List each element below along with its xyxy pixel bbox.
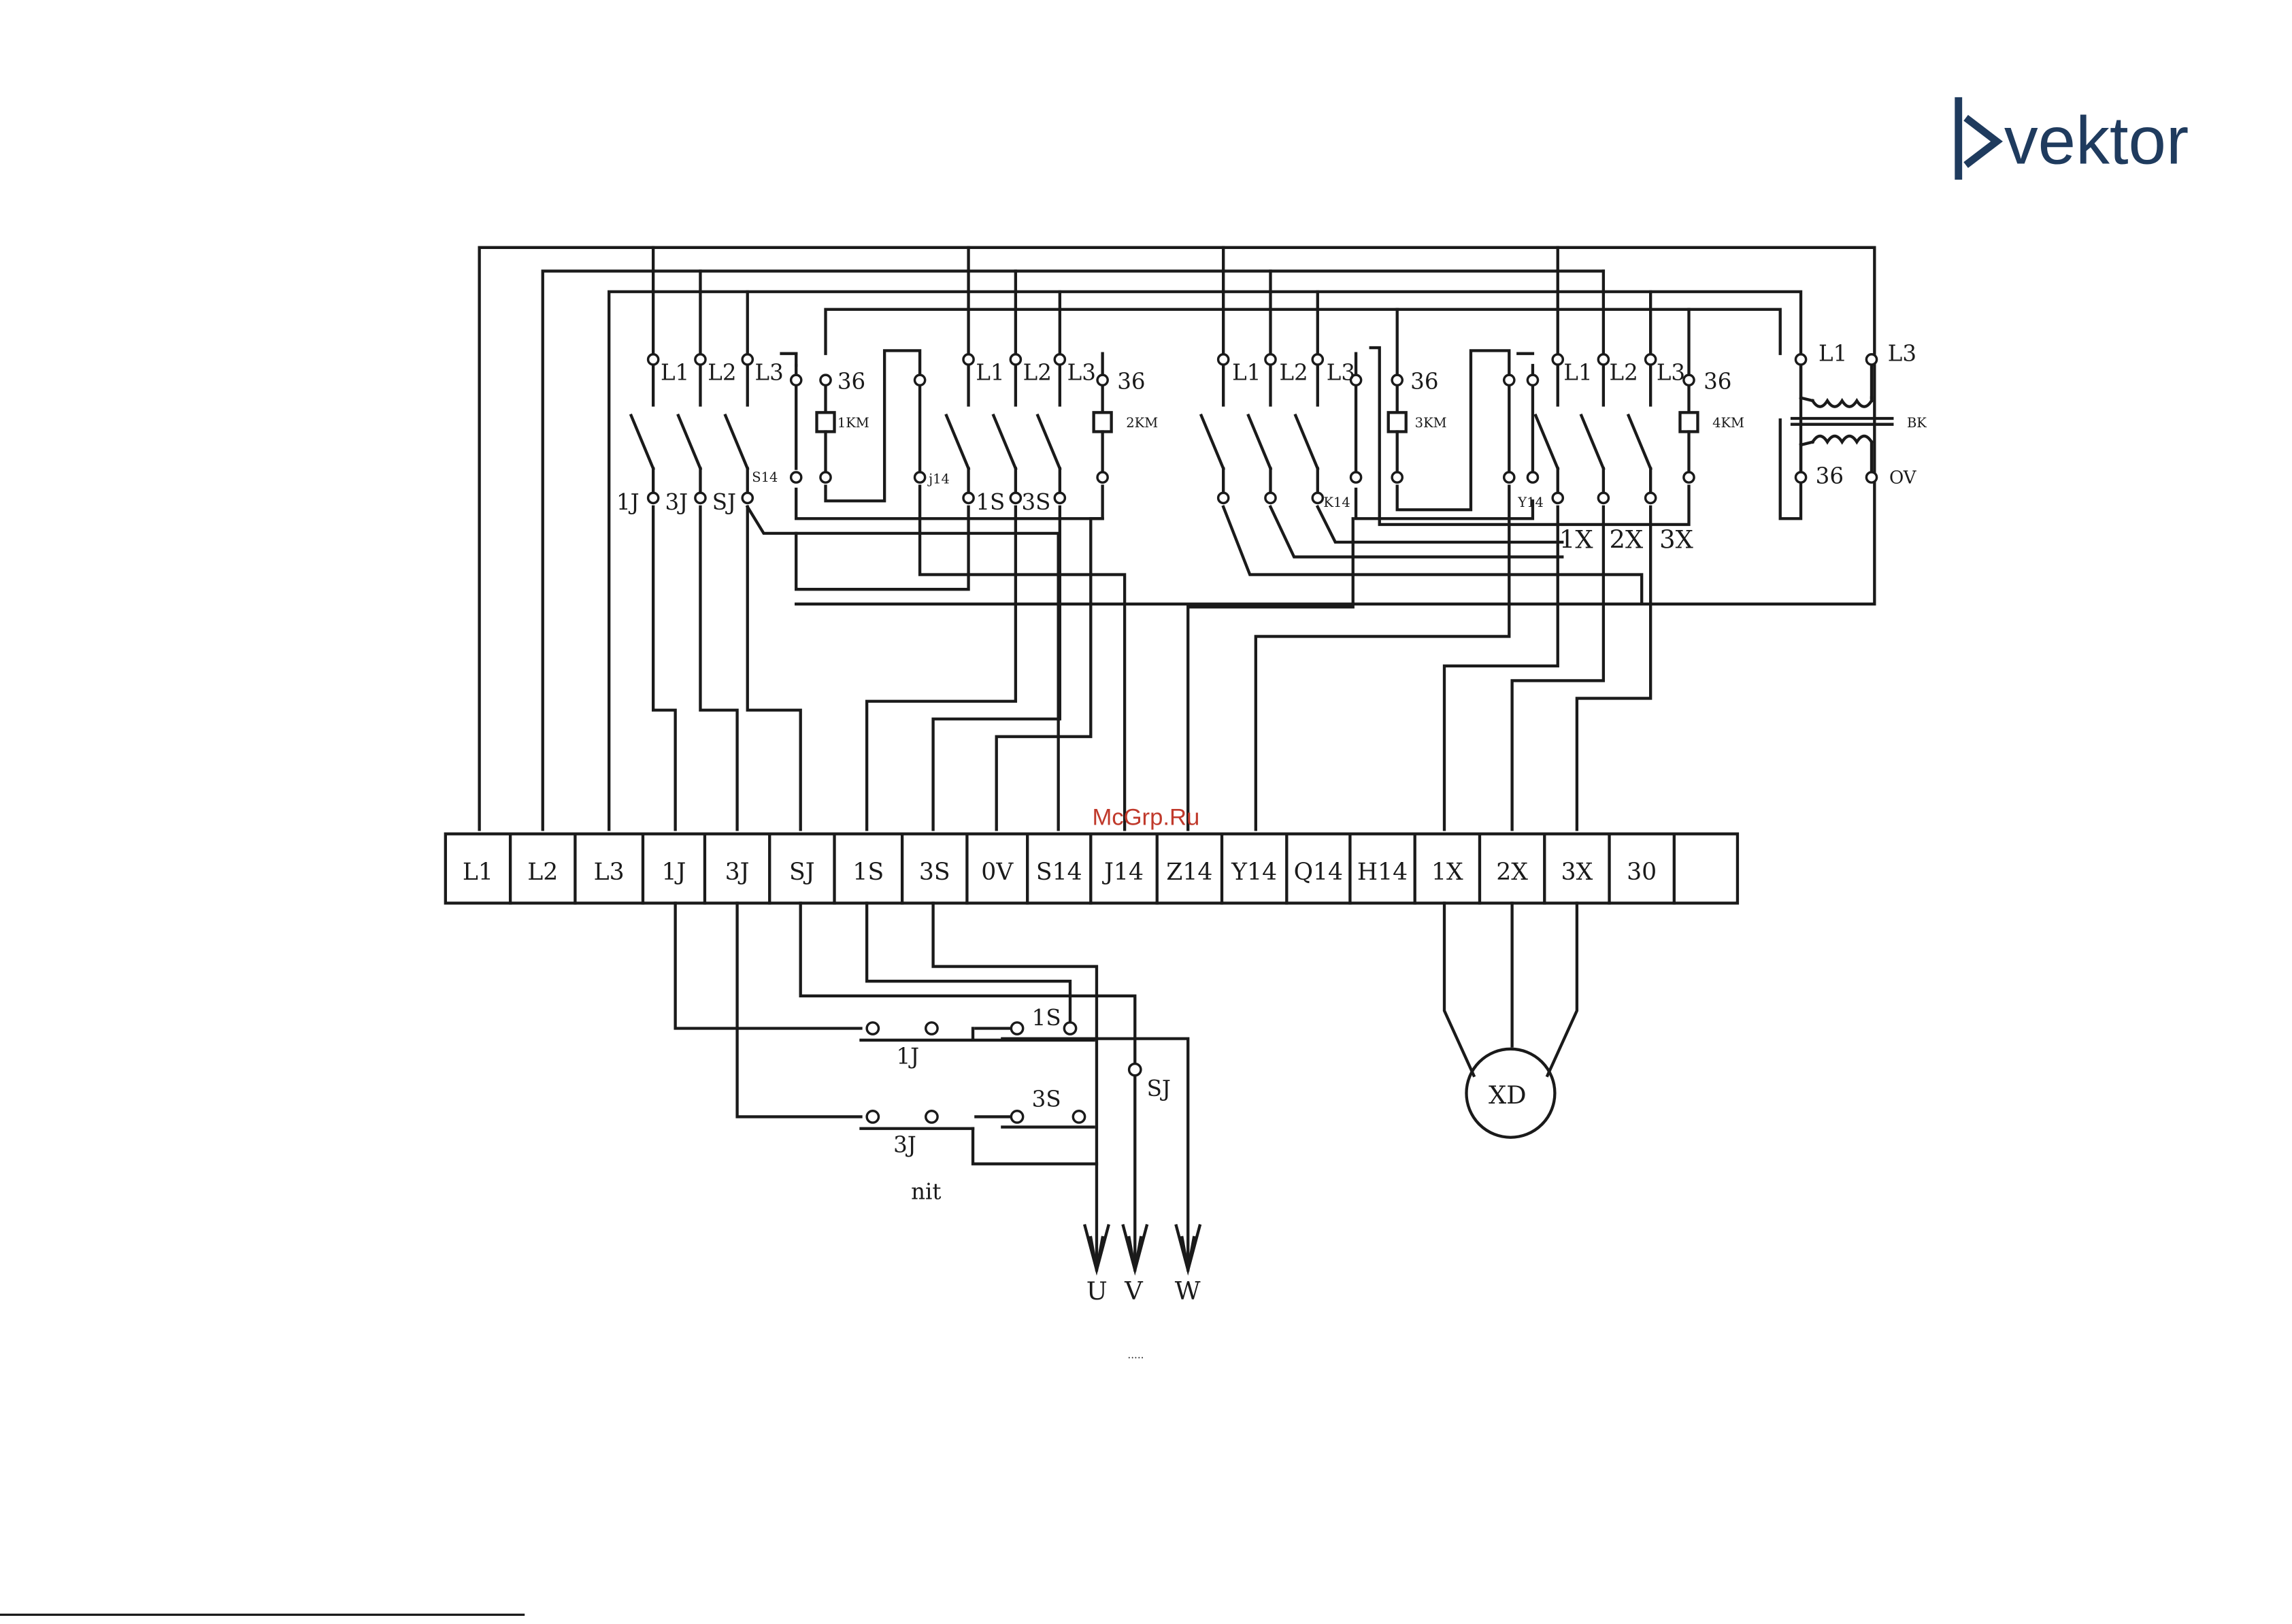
terminal-label-s14: S14 (1036, 859, 1082, 886)
terminal-label-l2: L2 (527, 859, 558, 886)
terminal-label-3x: 3X (1561, 859, 1593, 886)
watermark: McGrp.Ru (1092, 805, 1199, 831)
g1-lower-1j: 1J (616, 489, 640, 515)
g1-lower-sj: SJ (712, 489, 736, 515)
terminal-label-1x: 1X (1431, 859, 1463, 886)
terminal-label-1j: 1J (662, 859, 686, 886)
brand-name: vektor (2004, 103, 2189, 178)
g1-lower-3j: 3J (665, 489, 688, 515)
switch-1s-label: 1S (1032, 1005, 1061, 1031)
vektor-logo: vektor (1959, 97, 2189, 180)
output-u: U (1086, 1276, 1108, 1306)
g4-phase-l3: L3 (1657, 360, 1685, 386)
terminal-label-y14: Y14 (1231, 859, 1277, 886)
terminal-label-2x: 2X (1496, 859, 1528, 886)
g1-phase-l3: L3 (755, 360, 784, 386)
g3-coil-voltage: 36 (1410, 369, 1438, 395)
g4-phase-l2: L2 (1610, 360, 1638, 386)
terminal-label-1s: 1S (852, 859, 884, 886)
tx-secondary-left: 36 (1816, 463, 1844, 488)
terminal-label-q14: Q14 (1294, 859, 1343, 886)
switch-3j-label: 3J (893, 1131, 916, 1157)
switch-1j-label: 1J (896, 1043, 919, 1069)
g3-phase-l3: L3 (1327, 360, 1355, 386)
coil-1km-label: 1KM (837, 415, 869, 431)
aux-j14-label: j14 (927, 471, 950, 486)
g2-lower-1s: 1S (976, 489, 1005, 515)
footer-mark: ..... (1127, 1349, 1144, 1361)
tx-primary-left: L1 (1818, 341, 1847, 367)
g2-coil-voltage: 36 (1117, 369, 1145, 395)
terminal-label-sj: SJ (789, 859, 815, 886)
g3-phase-l2: L2 (1279, 360, 1308, 386)
g2-lower-3s: 3S (1022, 489, 1051, 515)
terminal-label-z14: Z14 (1166, 859, 1212, 886)
g1-phase-l2: L2 (708, 360, 736, 386)
g2-phase-l3: L3 (1067, 360, 1096, 386)
terminal-label-30: 30 (1627, 859, 1657, 886)
vektor-logo-icon (1959, 97, 1997, 180)
g4-lower-3x: 3X (1659, 525, 1693, 554)
motor-label: XD (1489, 1080, 1527, 1110)
terminal-label-3s: 3S (919, 859, 950, 886)
tx-secondary-right: OV (1889, 467, 1917, 488)
aux-k14-label: K14 (1323, 495, 1350, 510)
tx-primary-right: L3 (1888, 341, 1916, 367)
terminal-label-h14: H14 (1357, 859, 1408, 886)
aux-y14-label: Y14 (1517, 495, 1544, 510)
switch-sj-label: SJ (1147, 1076, 1171, 1101)
g2-phase-l2: L2 (1023, 360, 1052, 386)
terminal-label-3j: 3J (725, 859, 750, 886)
aux-s14-label: S14 (752, 469, 778, 485)
coil-2km-label: 2KM (1126, 415, 1158, 431)
terminal-label-0v: 0V (981, 859, 1014, 886)
nit-label: nit (911, 1179, 941, 1205)
terminal-label-l1: L1 (463, 859, 493, 886)
output-v: V (1124, 1276, 1144, 1306)
coil-4km-label: 4KM (1712, 415, 1744, 431)
switch-3s-label: 3S (1032, 1086, 1061, 1112)
coil-3km-label: 3KM (1415, 415, 1447, 431)
g4-lower-2x: 2X (1610, 525, 1644, 554)
g4-coil-voltage: 36 (1704, 369, 1731, 395)
g2-phase-l1: L1 (976, 360, 1004, 386)
terminal-label-j14: J14 (1102, 859, 1144, 886)
transformer-name: BK (1907, 415, 1927, 431)
output-w: W (1175, 1276, 1201, 1306)
g1-phase-l1: L1 (661, 360, 689, 386)
g4-lower-1x: 1X (1559, 525, 1593, 554)
terminal-label-l3: L3 (594, 859, 625, 886)
g4-phase-l1: L1 (1563, 360, 1592, 386)
g1-coil-voltage: 36 (837, 369, 865, 395)
g3-phase-l1: L1 (1232, 360, 1261, 386)
